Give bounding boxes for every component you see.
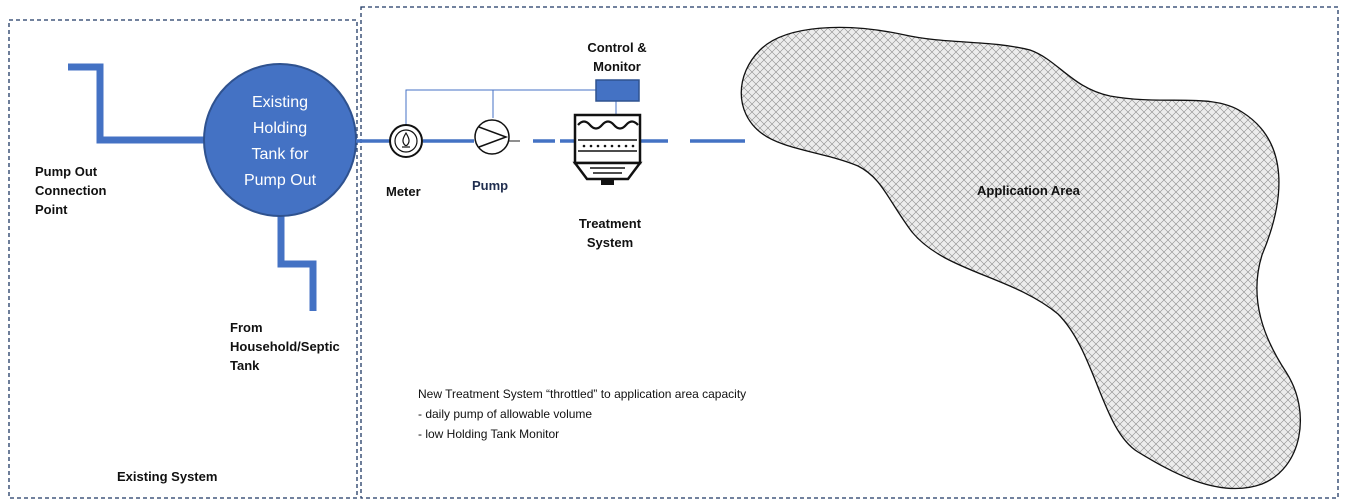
treatment-system-icon <box>572 113 643 185</box>
existing-system-label: Existing System <box>117 469 218 484</box>
new-system-boundary <box>360 6 1339 499</box>
meter-label: Meter <box>386 184 421 199</box>
application-area-label: Application Area <box>977 183 1080 198</box>
pump-out-pipe <box>68 63 207 144</box>
pump-icon <box>474 119 510 155</box>
note-line-2: - daily pump of allowable volume <box>418 407 593 421</box>
meter-icon <box>389 124 423 158</box>
control-wire-meter <box>405 89 596 126</box>
from-household-label: From Household/Septic Tank <box>230 320 340 373</box>
note-line-1: New Treatment System “throttled” to appl… <box>418 387 747 401</box>
control-monitor-label: Control & Monitor <box>587 40 647 74</box>
note-line-3: - low Holding Tank Monitor <box>418 427 560 441</box>
pump-out-connection-label: Pump Out Connection Point <box>35 164 107 217</box>
holding-tank-label: Existing Holding Tank for Pump Out <box>243 94 317 189</box>
pump-label: Pump <box>472 178 509 193</box>
application-area-blob <box>740 26 1302 490</box>
treatment-system-label: Treatment System <box>578 216 642 250</box>
household-inlet-pipe <box>277 212 317 311</box>
treatment-notes: New Treatment System “throttled” to appl… <box>418 384 746 444</box>
control-monitor-box <box>595 79 640 102</box>
